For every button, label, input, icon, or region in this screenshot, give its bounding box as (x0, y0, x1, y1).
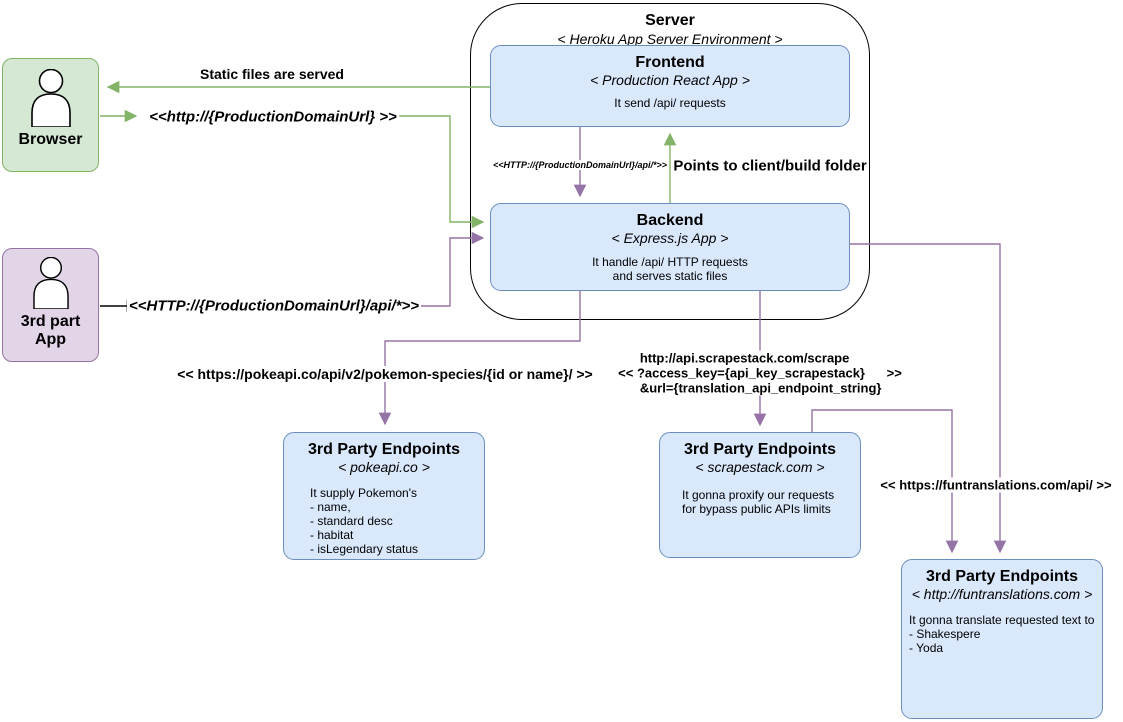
pokeapi-endpoints-box: 3rd Party Endpoints < pokeapi.co > It su… (283, 432, 485, 560)
frontend-body: It send /api/ requests (614, 96, 726, 110)
frontend-box: Frontend < Production React App > It sen… (490, 45, 850, 127)
backend-subtitle: < Express.js App > (611, 230, 729, 246)
server-title: Server (645, 12, 695, 29)
browser-url-label: <<http://{ProductionDomainUrl} >> (147, 108, 399, 126)
server-subtitle: < Heroku App Server Environment > (557, 31, 783, 47)
person-icon (30, 69, 71, 127)
funtranslations-subtitle: < http://funtranslations.com > (911, 586, 1093, 602)
frontend-title: Frontend (635, 54, 705, 71)
funtranslations-url-label: << https://funtranslations.com/api/ >> (878, 477, 1114, 493)
scrapestack-url-label: http://api.scrapestack.com/scrape << ?ac… (616, 350, 904, 396)
person-icon (32, 257, 69, 309)
browser-label: Browser (18, 131, 83, 148)
frontend-subtitle: < Production React App > (590, 72, 750, 88)
pokeapi-title: 3rd Party Endpoints (307, 441, 461, 458)
scrapestack-body: It gonna proxify our requests for bypass… (682, 488, 835, 516)
third-part-app-label: 3rd part App (20, 313, 81, 348)
scrapestack-title: 3rd Party Endpoints (683, 441, 837, 458)
third-part-app-actor-box: 3rd part App (2, 248, 99, 362)
edge-browser-to-backend (398, 115, 485, 229)
scrapestack-endpoints-box: 3rd Party Endpoints < scrapestack.com > … (659, 432, 861, 558)
points-to-build-label: Points to client/build folder (671, 157, 869, 175)
edge-backend-to-pokeapi (378, 291, 581, 426)
backend-box: Backend < Express.js App > It handle /ap… (490, 203, 850, 291)
browser-actor-box: Browser (2, 58, 99, 172)
frontend-backend-url-label: <<HTTP://{ProductionDomainUrl}/api/*>> (490, 160, 670, 170)
edge-backend-to-funtranslations (850, 243, 1007, 554)
pokeapi-subtitle: < pokeapi.co > (338, 459, 430, 475)
scrapestack-subtitle: < scrapestack.com > (695, 459, 825, 475)
funtranslations-title: 3rd Party Endpoints (925, 568, 1079, 585)
funtranslations-endpoints-box: 3rd Party Endpoints < http://funtranslat… (901, 559, 1103, 719)
third-app-url-label: <<HTTP://{ProductionDomainUrl}/api/*>> (126, 297, 422, 315)
backend-body: It handle /api/ HTTP requests and serves… (592, 255, 748, 283)
backend-title: Backend (636, 212, 704, 229)
funtranslations-body: It gonna translate requested text to - S… (909, 613, 1095, 655)
static-files-served-label: Static files are served (198, 66, 346, 82)
pokeapi-url-label: << https://pokeapi.co/api/v2/pokemon-spe… (175, 366, 595, 382)
edge-thirdapp-to-backend (400, 231, 485, 307)
pokeapi-body: It supply Pokemon's - name, - standard d… (310, 486, 419, 556)
